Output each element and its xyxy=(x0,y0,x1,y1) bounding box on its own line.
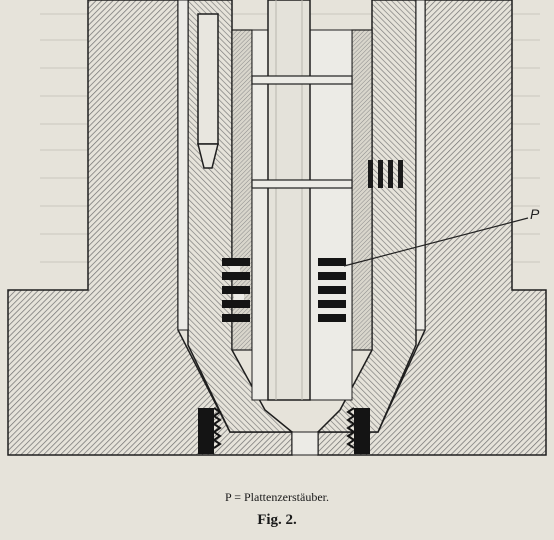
needle xyxy=(267,0,311,401)
fuel-rod-tip xyxy=(197,143,219,169)
figure-number: Fig. 2. xyxy=(257,512,297,528)
cylinder-head-right xyxy=(317,0,547,456)
cylinder-head-left xyxy=(7,0,293,456)
inner-sleeve-right xyxy=(351,29,373,351)
seal-ring-left xyxy=(198,407,222,454)
caption: P = Plattenzerstäuber. xyxy=(225,490,329,504)
vent-slots xyxy=(368,160,403,188)
atomiser-plates-left xyxy=(222,258,250,322)
atomiser-plates-right xyxy=(318,258,346,322)
label-p: P xyxy=(530,206,540,222)
gap-right xyxy=(415,0,426,331)
leader-line-p xyxy=(343,217,529,267)
nozzle-orifice xyxy=(291,431,319,456)
collar-lower xyxy=(251,179,353,189)
fuel-rod xyxy=(197,13,219,145)
gap-left xyxy=(177,0,189,331)
seal-ring-right xyxy=(346,407,370,454)
collar-upper xyxy=(251,75,353,85)
